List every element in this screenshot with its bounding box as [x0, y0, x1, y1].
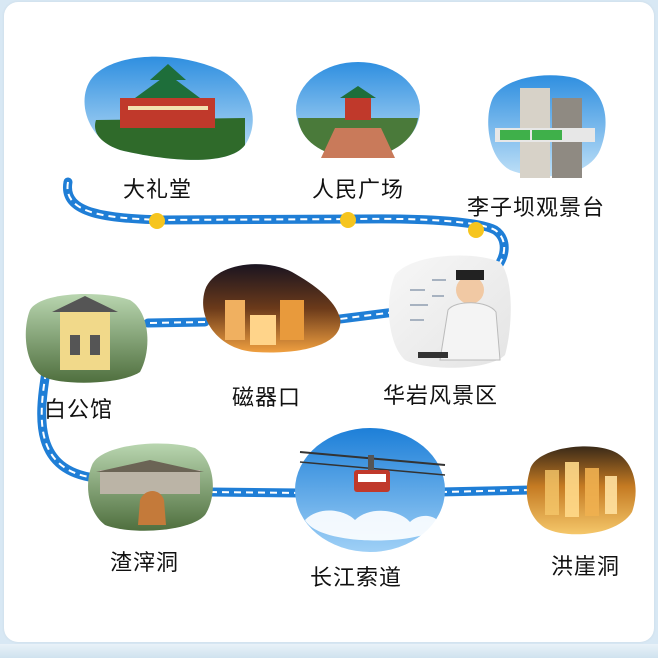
route-line — [37, 177, 535, 498]
spot-label-great-hall: 大礼堂 — [123, 178, 193, 203]
route-stop-dot — [149, 213, 165, 229]
spot-label-ciqikou: 磁器口 — [232, 386, 302, 411]
bottom-strip — [0, 644, 658, 658]
photo-peoples-square — [296, 62, 420, 158]
photo-huayan-scenic-area — [388, 255, 511, 368]
route-stop-dot — [468, 222, 484, 238]
spot-label-zhazidong: 渣滓洞 — [110, 551, 180, 576]
spot-label-peoples-square: 人民广场 — [312, 178, 405, 203]
photo-bai-mansion — [25, 294, 148, 383]
route-stop-dot — [340, 212, 356, 228]
photo-zhazidong — [88, 443, 213, 531]
photo-liziba-viewpoint — [488, 75, 606, 178]
spot-label-huayan-scenic-area: 华岩风景区 — [383, 384, 499, 409]
spot-label-yangtze-cableway: 长江索道 — [310, 566, 403, 591]
spot-label-hongyadong: 洪崖洞 — [551, 555, 621, 580]
spot-label-bai-mansion: 白公馆 — [44, 398, 114, 423]
photo-hongyadong — [526, 446, 636, 535]
photo-yangtze-cableway — [295, 428, 446, 552]
spot-label-liziba-viewpoint: 李子坝观景台 — [467, 196, 606, 221]
photo-great-hall — [84, 56, 253, 160]
photo-ciqikou — [203, 264, 341, 353]
